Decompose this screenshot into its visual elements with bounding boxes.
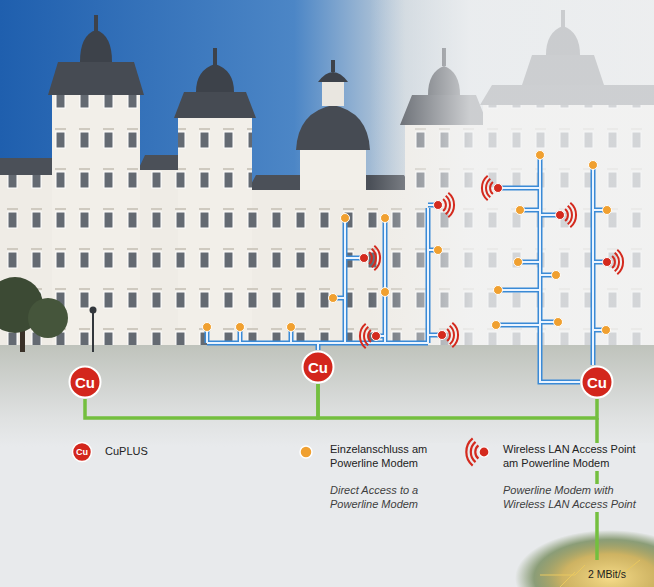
wlan-symbol (360, 324, 381, 349)
copper-line (85, 384, 318, 418)
modem-dot (329, 294, 338, 303)
cuplus-circle (303, 352, 334, 383)
legend-wlan-symbol (466, 438, 489, 465)
wlan-symbol (482, 176, 503, 201)
cuplus-node: Cu (580, 365, 614, 399)
cuplus-circle (582, 367, 613, 398)
legend-cuplus-circle (73, 443, 92, 462)
powerline-cable-core (207, 155, 607, 382)
wlan-symbol (603, 250, 624, 275)
wlan-symbol (556, 203, 577, 228)
node-label: Cu (587, 375, 607, 390)
modem-dot (494, 286, 503, 295)
modem-dot (381, 288, 390, 297)
wlan-symbol (434, 193, 455, 218)
modem-dot (603, 206, 612, 215)
legend-text: Powerline Modem with Wireless LAN Access… (501, 484, 653, 512)
circuit-glow (515, 530, 654, 587)
cuplus-node: Cu (68, 365, 102, 399)
modem-dot (381, 214, 390, 223)
cuplus-node: Cu (301, 350, 335, 384)
sky (0, 0, 654, 360)
legend-text: Direct Access to a Powerline Modem (328, 484, 460, 512)
powerline-cable (207, 155, 607, 382)
wlan-symbol (360, 246, 381, 271)
node-label: Cu (308, 360, 328, 375)
modem-dot (516, 206, 525, 215)
modem-dot (492, 321, 501, 330)
modem-dot (341, 214, 350, 223)
bandwidth-label: 2 MBit/s (588, 568, 626, 580)
symbol-label: Cu (76, 448, 88, 457)
circuit-traces (540, 560, 640, 587)
modem-dot (602, 326, 611, 335)
modem-dot (287, 323, 296, 332)
legend-text: Wireless LAN Access Point am Powerline M… (501, 443, 653, 471)
fade-overlay (0, 0, 654, 360)
modem-dot (203, 323, 212, 332)
modem-dot (514, 258, 523, 267)
modem-dot (536, 151, 545, 160)
legend-modem-dot (300, 446, 312, 458)
wlan-symbol (438, 323, 459, 348)
tree (28, 298, 68, 338)
modem-dot (552, 271, 561, 280)
modem-dot (434, 246, 443, 255)
legend-cuplus-symbol: Cu (71, 441, 93, 463)
node-label: Cu (75, 375, 95, 390)
copper-line (318, 384, 597, 418)
legend-text: CuPLUS (103, 445, 187, 459)
lamp-post (92, 312, 94, 352)
modem-dots (203, 151, 612, 335)
modem-dot (236, 323, 245, 332)
lamp (90, 307, 97, 314)
cuplus-circle (70, 367, 101, 398)
modem-dot (554, 318, 563, 327)
trees (0, 277, 97, 352)
wlan-points (360, 176, 624, 349)
legend-text: Einzelanschluss am Powerline Modem (328, 443, 460, 471)
modem-dot (589, 161, 598, 170)
